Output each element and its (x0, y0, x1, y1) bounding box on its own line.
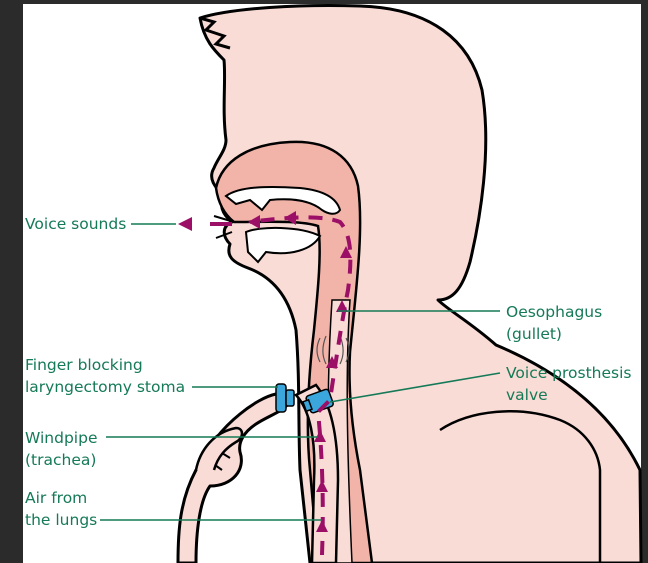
label-oesophagus-line2: (gullet) (506, 323, 602, 345)
label-oesophagus: Oesophagus (gullet) (506, 301, 602, 345)
label-finger-line1: Finger blocking (25, 354, 185, 376)
label-windpipe-line1: Windpipe (25, 427, 97, 449)
label-prosthesis-line1: Voice prosthesis (506, 362, 632, 384)
label-windpipe: Windpipe (trachea) (25, 427, 97, 471)
label-oesophagus-line1: Oesophagus (506, 301, 602, 323)
label-voice-prosthesis: Voice prosthesis valve (506, 362, 632, 406)
label-finger-blocking: Finger blocking laryngectomy stoma (25, 354, 185, 398)
label-voice-sounds: Voice sounds (25, 213, 126, 235)
label-finger-line2: laryngectomy stoma (25, 376, 185, 398)
label-prosthesis-line2: valve (506, 384, 632, 406)
label-air-line1: Air from (25, 487, 97, 509)
label-air-line2: the lungs (25, 509, 97, 531)
label-air-from-lungs: Air from the lungs (25, 487, 97, 531)
label-windpipe-line2: (trachea) (25, 449, 97, 471)
